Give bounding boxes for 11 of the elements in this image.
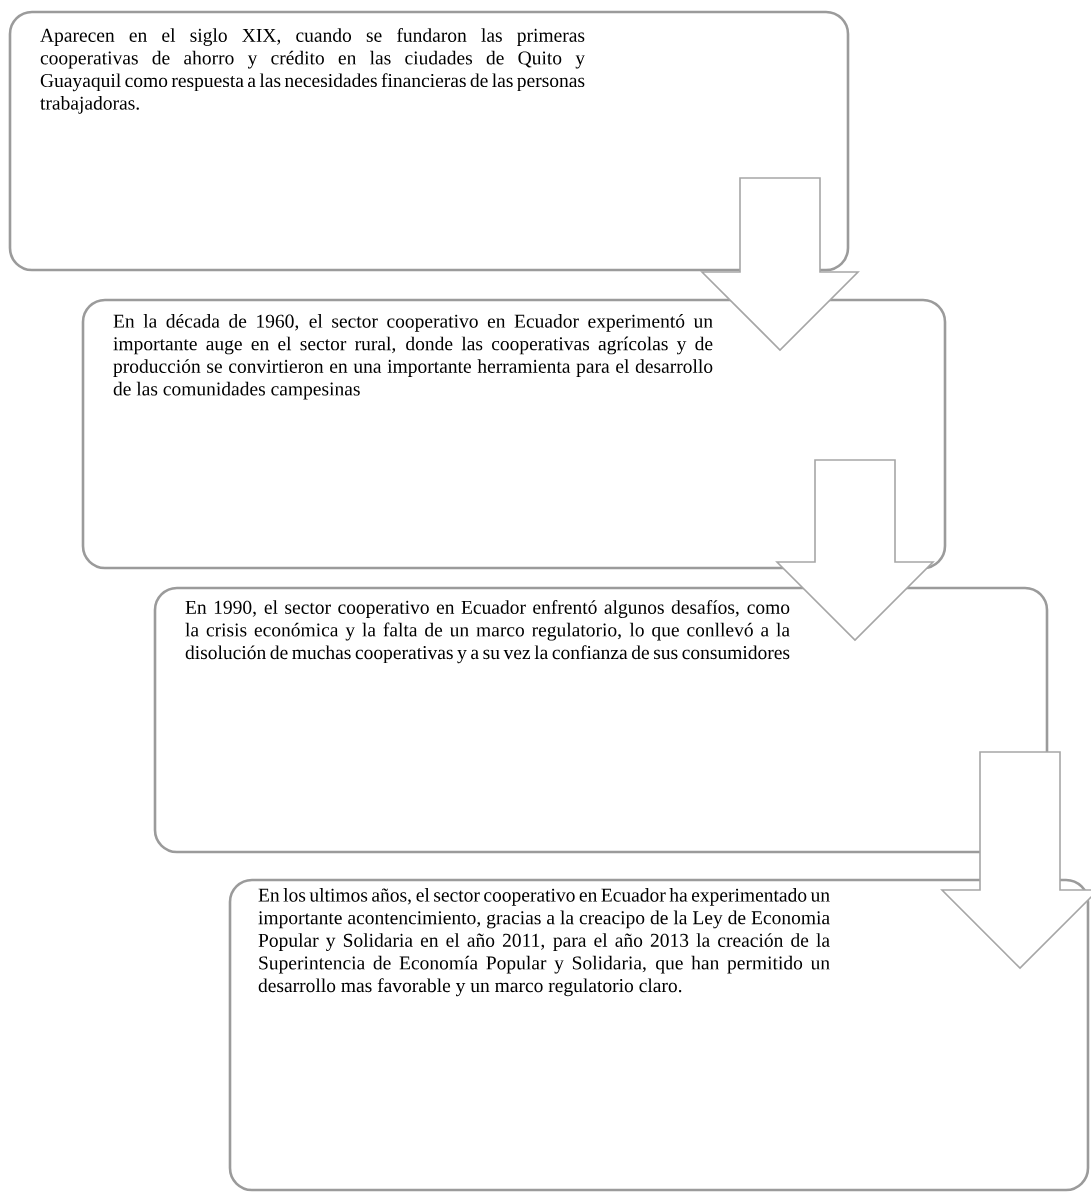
text-box	[81, 298, 947, 570]
text-box	[228, 878, 1090, 1192]
block-arrow	[940, 751, 1091, 970]
text-box	[153, 586, 1049, 854]
paragraph: En 1990, el sector cooperativo en Ecuador enfrentó algunos desafíos, como la crisis económica y la falta de un marco regulatorio, lo que conllevó a la disolución de muchas cooperativas y a su vez la confianza de sus consumidores	[185, 600, 790, 664]
paragraph: En los ultimos años, el sector cooperativo en Ecuador ha experimentado un importante acontencimiento, gracias a la creacipo de la Ley de Economia Popular y Solidaria en el año 2011, para el año 2013 la creación de la Superintencia de Economía Popular y Solidaria, que han permitido un desarrollo mas favorable y un marco regulatorio claro.	[258, 888, 830, 997]
paragraph: Aparecen en el siglo XIX, cuando se fundaron las primeras cooperativas de ahorro y crédito en las ciudades de Quito y Guayaquil como respuesta a las necesidades financieras de las personas trabajadoras.	[40, 28, 585, 114]
block-arrow	[775, 459, 935, 642]
block-arrow	[700, 177, 860, 352]
paragraph: En la década de 1960, el sector cooperativo en Ecuador experimentó un importante auge en el sector rural, donde las cooperativas agrícolas y de producción se convirtieron en una importante herramienta para el desarrollo de las comunidades campesinas	[113, 314, 713, 400]
text-box	[8, 10, 850, 272]
